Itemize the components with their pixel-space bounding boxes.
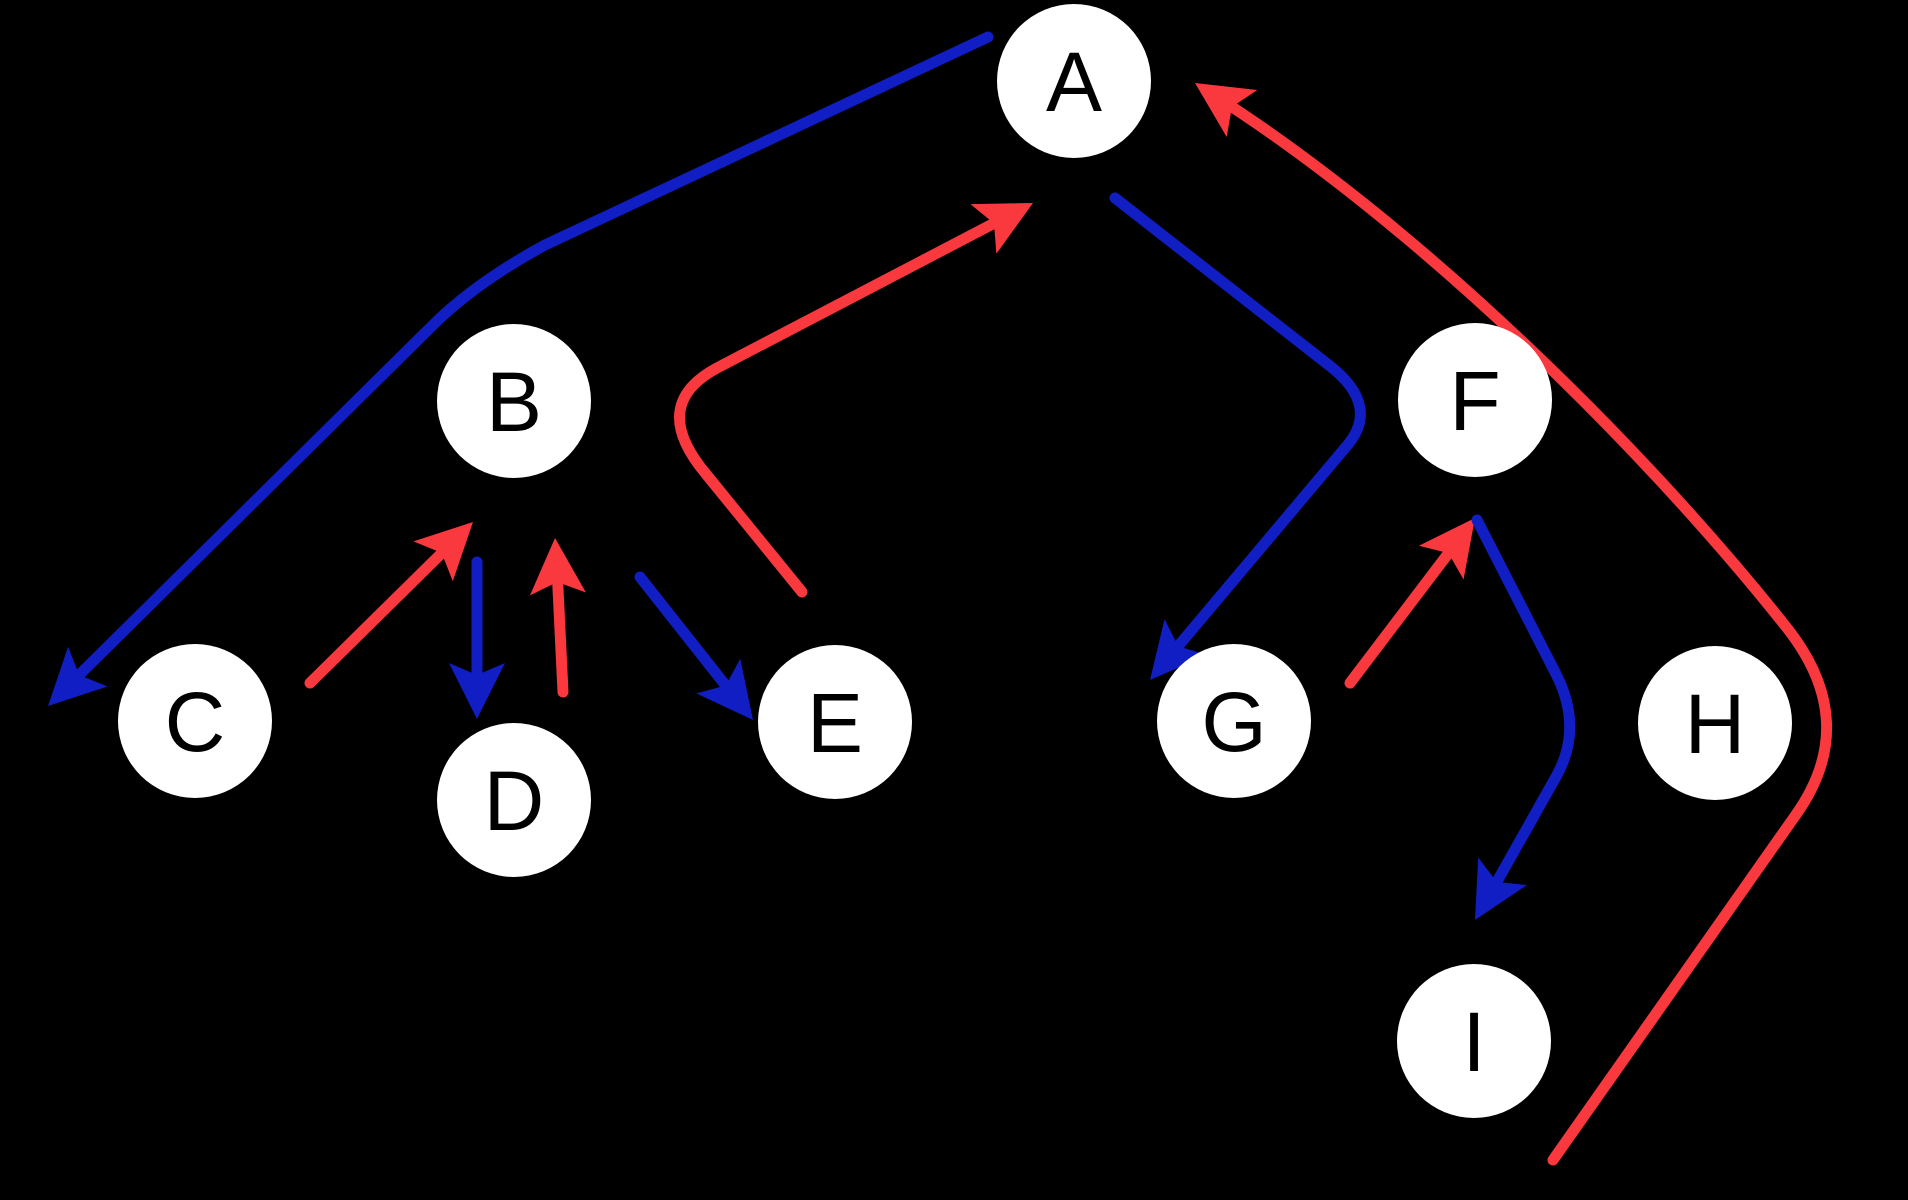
edge-A-to-C — [48, 31, 994, 706]
arrowhead-icon-B-to-D — [449, 663, 505, 719]
edge-F-to-I — [1471, 514, 1576, 920]
edge-C-to-B — [304, 522, 473, 689]
node-A: A — [997, 4, 1151, 158]
node-circle-B — [437, 324, 591, 478]
node-label-H: H — [1685, 677, 1746, 771]
node-label-I: I — [1462, 995, 1485, 1089]
node-label-F: F — [1449, 354, 1500, 448]
node-circle-D — [437, 723, 591, 877]
arrowhead-icon-C-to-B — [413, 522, 473, 582]
node-circle-F — [1398, 323, 1552, 477]
edge-A-to-G — [1109, 192, 1366, 680]
node-label-B: B — [486, 355, 542, 449]
edge-line-E-to-A — [674, 211, 1012, 598]
edges-layer — [48, 31, 1833, 1166]
arrowhead-icon-A-to-C — [48, 646, 108, 706]
node-F: F — [1398, 323, 1552, 477]
edge-line-A-to-C — [63, 31, 994, 691]
node-circle-A — [997, 4, 1151, 158]
edge-E-to-A — [674, 203, 1033, 598]
edge-line-F-to-I — [1471, 514, 1576, 900]
node-circle-I — [1397, 964, 1551, 1118]
arrowhead-icon-H-to-A — [1195, 83, 1258, 137]
edge-line-D-to-B — [551, 562, 569, 698]
edge-line-G-to-F — [1344, 536, 1463, 689]
node-I: I — [1397, 964, 1551, 1118]
edge-line-B-to-E — [634, 571, 740, 702]
edge-line-A-to-G — [1109, 192, 1366, 663]
node-B: B — [437, 324, 591, 478]
node-label-D: D — [484, 754, 545, 848]
edge-D-to-B — [529, 538, 586, 698]
arrowhead-icon-A-to-G — [1150, 619, 1208, 680]
node-label-E: E — [807, 676, 863, 770]
node-label-C: C — [165, 675, 226, 769]
edge-G-to-F — [1344, 518, 1475, 689]
node-circle-E — [758, 645, 912, 799]
edge-line-C-to-B — [304, 537, 458, 689]
arrowhead-icon-F-to-I — [1475, 857, 1527, 920]
arrowhead-icon-G-to-F — [1418, 518, 1475, 580]
node-label-G: G — [1201, 675, 1266, 769]
node-E: E — [758, 645, 912, 799]
node-H: H — [1638, 646, 1792, 800]
edge-B-to-E — [634, 571, 753, 720]
edge-H-to-A — [1195, 83, 1833, 1166]
node-G: G — [1157, 644, 1311, 798]
node-circle-G — [1157, 644, 1311, 798]
arrowhead-icon-D-to-B — [529, 538, 586, 596]
arrowhead-icon-B-to-E — [696, 658, 753, 720]
node-circle-C — [118, 644, 272, 798]
node-label-A: A — [1046, 35, 1102, 129]
node-D: D — [437, 723, 591, 877]
arrowhead-icon-E-to-A — [970, 203, 1033, 254]
node-C: C — [118, 644, 272, 798]
nodes-layer: A B C D E F G H I — [118, 4, 1792, 1118]
node-circle-H — [1638, 646, 1792, 800]
edge-B-to-D — [449, 556, 505, 719]
edge-line-H-to-A — [1214, 93, 1833, 1166]
